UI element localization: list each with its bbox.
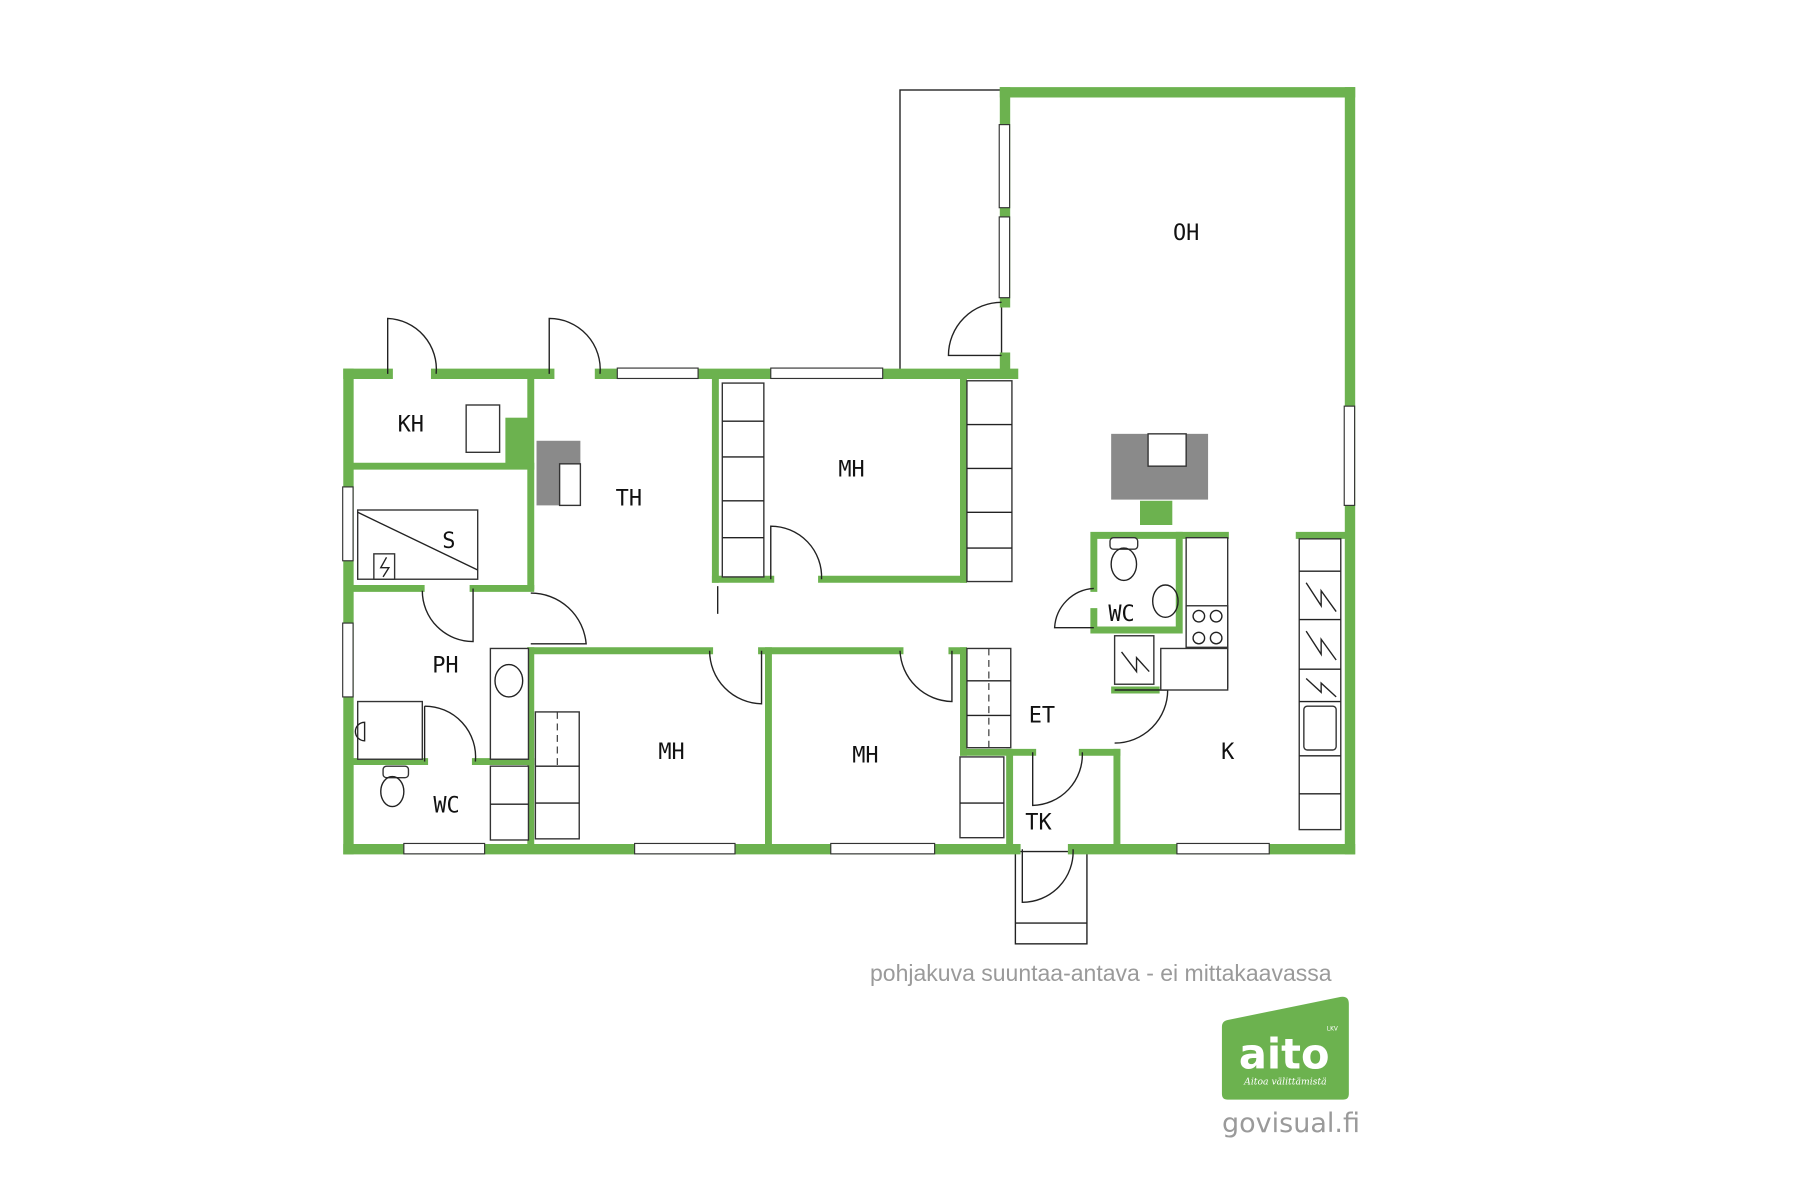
room-label-mh-1: MH [838, 458, 864, 483]
furniture [354, 380, 1342, 841]
windows [342, 124, 1356, 855]
room-label-mh-3: MH [852, 744, 878, 769]
room-label-kh: KH [398, 413, 424, 438]
room-label-k: K [1221, 740, 1235, 765]
room-label-ph: PH [432, 654, 458, 679]
room-label-oh: OH [1173, 221, 1199, 246]
room-labels: OH KH TH MH S PH WC MH MH ET TK WC K [398, 221, 1236, 836]
doors [386, 301, 1169, 904]
terrace-outline [899, 89, 1003, 375]
logo-tagline: Aitoa välittämistä [1243, 1077, 1326, 1088]
logo-badge: LKV [1327, 1026, 1338, 1032]
logo-brand: aito [1239, 1029, 1330, 1078]
website-link[interactable]: govisual.fi [1222, 1108, 1360, 1139]
interior-walls [344, 370, 1352, 853]
room-label-wc-1: WC [433, 793, 459, 818]
room-label-wc-2: WC [1108, 602, 1134, 627]
room-label-tk: TK [1025, 811, 1052, 836]
disclaimer-caption: pohjakuva suuntaa-antava - ei mittakaava… [870, 960, 1332, 986]
room-label-mh-2: MH [658, 740, 684, 765]
room-label-th: TH [616, 486, 642, 511]
aito-logo: aito LKV Aitoa välittämistä [1221, 996, 1349, 1100]
entry-porch [1014, 850, 1088, 945]
room-label-et: ET [1029, 703, 1055, 728]
room-label-s: S [442, 529, 455, 554]
